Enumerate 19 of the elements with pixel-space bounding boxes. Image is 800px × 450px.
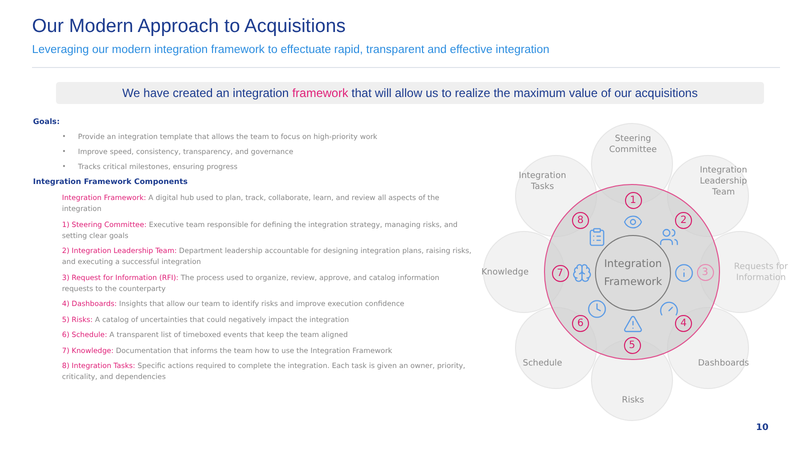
banner-text: We have created an integration framework that will allow us to realize the maximum value of our acquisitions	[122, 86, 698, 100]
petal-label: Risks	[620, 396, 646, 406]
number-badge: 8	[572, 212, 589, 229]
number-badge: 6	[572, 315, 589, 332]
petal-label: Integration Tasks	[518, 171, 568, 194]
number-badge: 2	[675, 212, 692, 229]
petal-label: Knowledge	[480, 268, 530, 278]
center-label: Integration Framework	[602, 257, 664, 290]
petal-label: Schedule	[522, 358, 564, 369]
slide-title: Our Modern Approach to Acquisitions	[32, 16, 346, 38]
center-circle	[595, 235, 671, 311]
petal-label: Integration Leadership Team	[698, 166, 748, 199]
number-badge: 4	[675, 315, 692, 332]
subtitle: Leveraging our modern integration framework to effectuate rapid, transparent and effective integration	[32, 44, 550, 56]
page-number: 10	[756, 423, 769, 433]
petal-label: Dashboards	[696, 358, 750, 369]
petal-label: Steering Committee	[608, 134, 658, 156]
number-badge: 1	[624, 192, 642, 208]
number-badge: 7	[552, 264, 568, 282]
